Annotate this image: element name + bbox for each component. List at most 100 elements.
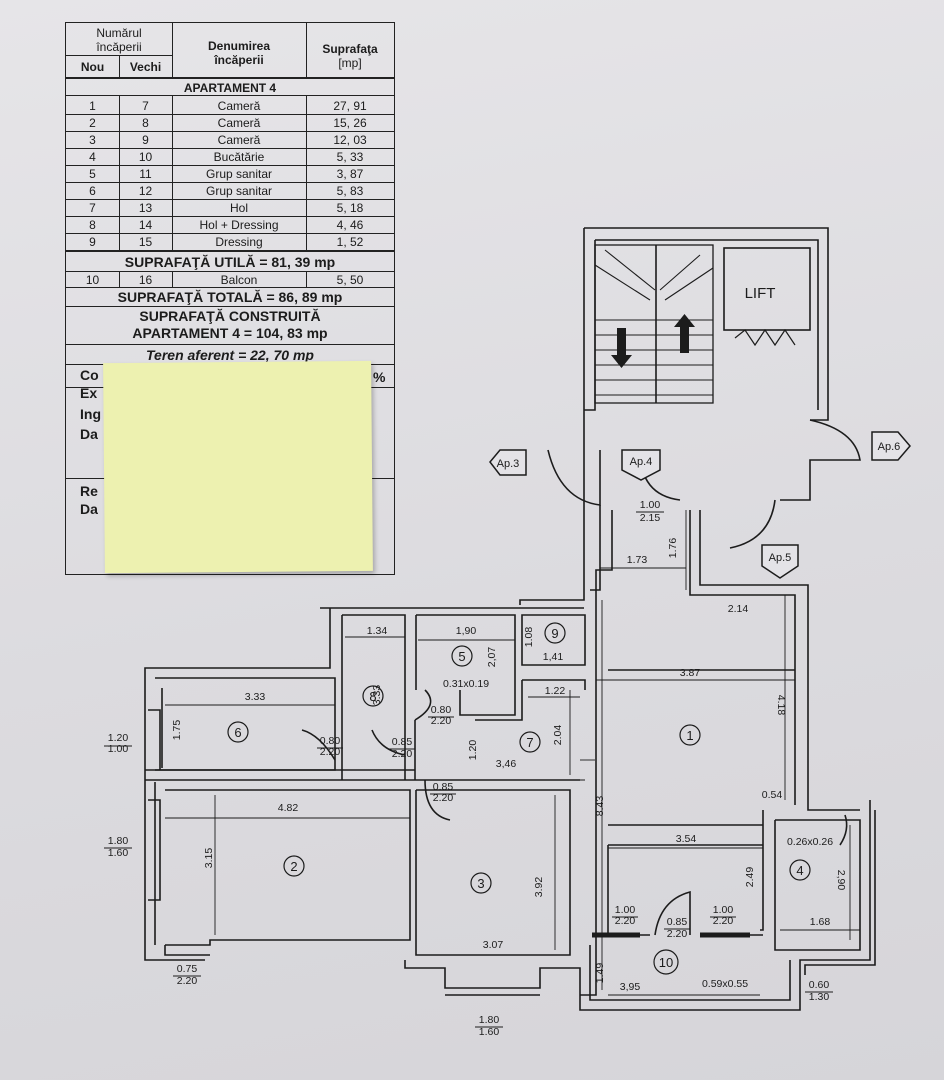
header-suprafata: Suprafaţa (322, 42, 378, 56)
dim-d8: 1.08 (523, 627, 535, 648)
table-row-divider (66, 165, 394, 166)
room-1-label: 1 (686, 728, 693, 743)
dim-d6: 1.34 (367, 625, 388, 637)
table-cell-area: 27, 91 (333, 99, 367, 113)
table-cell-nou: 2 (89, 116, 96, 130)
apartment-title: APARTAMENT 4 (183, 81, 277, 95)
dim-d41: 2,90 (835, 870, 847, 891)
dim-d43: 2.20 (615, 915, 636, 927)
dim-d40: 2.49 (744, 867, 756, 888)
dim-d32: 0.54 (762, 789, 783, 801)
table-column-divider (306, 95, 307, 251)
table-row-divider (66, 250, 394, 251)
table-cell-vechi: 13 (138, 201, 153, 215)
dim-d25: 2.20 (392, 748, 413, 760)
table-cell-vechi: 7 (142, 99, 149, 113)
table-cell-area: 4, 46 (336, 218, 364, 232)
stair-down-arrow-icon (611, 328, 632, 368)
table-cell-nou: 6 (89, 184, 96, 198)
dim-d36: 1.80 (108, 835, 129, 847)
dim-d26: 1.20 (467, 740, 479, 761)
suprafata-construita-apartament: APARTAMENT 4 = 104, 83 mp (132, 325, 328, 341)
dim-d21: 1.00 (108, 743, 129, 755)
dim-d9: 1,41 (543, 651, 564, 663)
dim-d45: 2.20 (667, 928, 688, 940)
dim-d37: 1.60 (108, 847, 129, 859)
dim-d20: 1.20 (108, 732, 129, 744)
partial-da2: Da (80, 501, 98, 517)
dim-d56: 1.60 (479, 1026, 500, 1038)
dim-d14: 3.33 (371, 685, 383, 706)
partial-ing: Ing (80, 406, 101, 422)
dim-d10: 2,07 (486, 647, 498, 668)
room-9-label: 9 (551, 626, 558, 641)
table-cell-area: 15, 26 (333, 116, 367, 130)
room-10-label: 10 (659, 955, 673, 970)
dim-d12: 3.87 (680, 667, 701, 679)
table-cell-name: Hol + Dressing (199, 218, 279, 232)
ap4-label: Ap.4 (630, 456, 653, 468)
table-row-divider (66, 233, 394, 234)
dim-d38: 3.15 (203, 848, 215, 869)
dim-d22: 0.80 (320, 735, 341, 747)
dim-d34: 3.54 (676, 833, 697, 845)
table-cell-area: 3, 87 (336, 167, 364, 181)
partial-percent: % (373, 369, 386, 385)
table-cell-vechi: 10 (138, 150, 153, 164)
suprafata-construita: SUPRAFAŢĂ CONSTRUITĂ (139, 308, 321, 324)
table-cell-nou: 1 (89, 99, 96, 113)
dim-d29: 0.85 (433, 781, 454, 793)
table-cell-name: Dressing (215, 235, 263, 249)
table-row-divider (66, 216, 394, 217)
dim-d46: 1.00 (713, 904, 734, 916)
room-8-label: 8 (369, 689, 376, 704)
balcon-name: Balcon (220, 273, 258, 287)
dim-d53: 0.75 (177, 963, 198, 975)
dim-d19: 1.75 (171, 720, 183, 741)
table-cell-nou: 3 (89, 133, 96, 147)
table-cell-name: Bucătărie (213, 150, 265, 164)
table-cell-name: Grup sanitar (205, 167, 273, 181)
lift-label: LIFT (745, 285, 776, 302)
dim-d44: 0.85 (667, 916, 688, 928)
stair-up-arrow-icon (674, 314, 695, 353)
suprafata-totala: SUPRAFAŢĂ TOTALĂ = 86, 89 mp (117, 289, 343, 305)
dim-d51: 3,95 (620, 981, 641, 993)
partial-da: Da (80, 426, 98, 442)
table-cell-vechi: 14 (138, 218, 153, 232)
header-incaperii2: încăperii (214, 53, 264, 67)
room-5-label: 5 (458, 649, 465, 664)
header-numarul: Numărul (96, 26, 142, 40)
dim-d39: 3.92 (533, 877, 545, 898)
dim-d5: 2.14 (728, 603, 749, 615)
table-row-divider (66, 114, 394, 115)
dim-d58: 1.30 (809, 991, 830, 1003)
header-denumirea: Denumirea (207, 39, 271, 53)
table-cell-name: Cameră (217, 99, 261, 113)
dim-d33: 8.43 (594, 796, 606, 817)
table-cell-name: Cameră (217, 133, 261, 147)
dim-d7: 1,90 (456, 625, 477, 637)
dim-d55: 1.80 (479, 1014, 500, 1026)
dim-d16: 1.22 (545, 685, 566, 697)
ap4-tag-icon (621, 449, 661, 481)
dim-d1: 1.00 (640, 499, 661, 511)
table-cell-area: 5, 83 (336, 184, 364, 198)
partial-re: Re (80, 483, 98, 499)
table-row-divider (66, 131, 394, 132)
partial-co: Co (80, 367, 99, 383)
table-cell-area: 12, 03 (333, 133, 367, 147)
table-cell-nou: 7 (89, 201, 96, 215)
partial-ex: Ex (80, 385, 98, 401)
room-7-label: 7 (526, 735, 533, 750)
table-row-divider (66, 148, 394, 149)
table-cell-name: Grup sanitar (205, 184, 273, 198)
ap5-tag-icon (761, 544, 799, 579)
dim-d11: 0.31x0.19 (443, 678, 489, 690)
table-cell-vechi: 9 (142, 133, 149, 147)
room-6-label: 6 (234, 725, 241, 740)
header-vechi: Vechi (129, 60, 162, 74)
room-2-label: 2 (290, 859, 297, 874)
